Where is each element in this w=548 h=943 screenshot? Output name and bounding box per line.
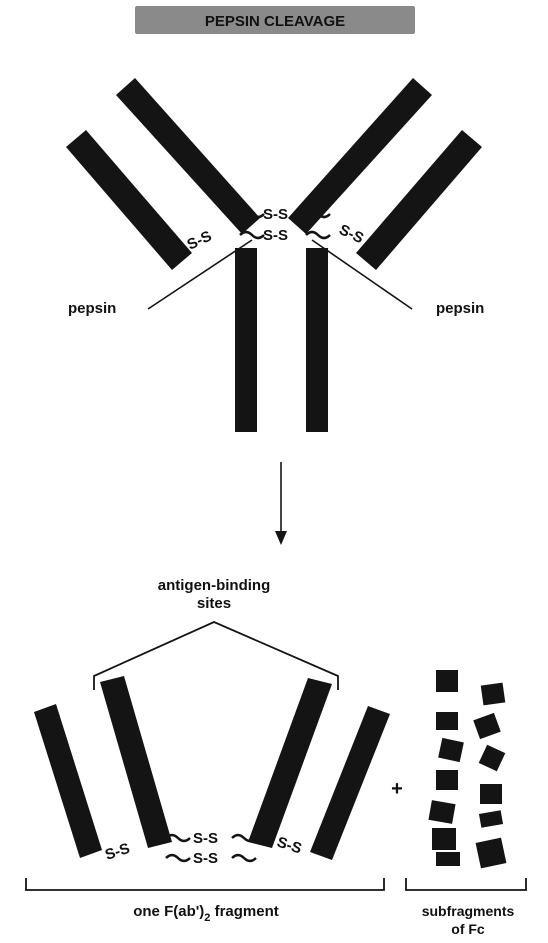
pepsin-label-right: pepsin xyxy=(436,300,484,317)
ss-bond-hinge-upper: S-S xyxy=(263,206,288,223)
fc-subfragment xyxy=(479,810,503,828)
ss-bond-hinge-lower: S-S xyxy=(263,227,288,244)
fc-subfragment xyxy=(438,738,464,762)
pepsin-label-left: pepsin xyxy=(68,300,116,317)
fab2-fragment-label: one F(ab')2 fragment xyxy=(133,903,279,924)
antigen-binding-label-line2: sites xyxy=(197,595,231,612)
subfragments-label-line1: subfragments xyxy=(422,903,515,919)
fab-ss-left: S-S xyxy=(103,840,132,864)
fab2-fragment: S-S S-S S-S S-S xyxy=(34,676,390,867)
fc-subfragment xyxy=(428,800,455,824)
reaction-arrow xyxy=(275,462,287,545)
fc-subfragment xyxy=(432,828,456,850)
fc-subfragment xyxy=(480,784,502,804)
fab2-bracket: one F(ab')2 fragment xyxy=(26,878,384,924)
fc-subfragment xyxy=(436,770,458,790)
ss-bond-left-arm: S-S xyxy=(185,228,215,254)
title-banner: PEPSIN CLEAVAGE xyxy=(135,6,415,34)
fab-left-light-chain xyxy=(34,704,102,858)
fc-subfragment xyxy=(436,852,460,866)
fab-right-light-chain xyxy=(310,706,390,860)
fab-left-heavy-chain xyxy=(100,676,172,848)
antigen-binding-label-line1: antigen-binding xyxy=(158,577,270,594)
plus-sign: + xyxy=(391,778,403,800)
fc-subfragments xyxy=(428,670,506,868)
fc-subfragment xyxy=(436,712,458,730)
fc-subfragment xyxy=(473,713,501,739)
fc-bracket: subfragments of Fc xyxy=(406,878,526,937)
diagram-title: PEPSIN CLEAVAGE xyxy=(205,13,345,30)
fc-subfragment xyxy=(476,838,507,869)
intact-antibody: S-S S-S S-S S-S pepsin pepsin xyxy=(66,78,484,432)
heavy-chain-left-stem xyxy=(235,248,257,432)
fc-subfragment xyxy=(481,683,506,706)
heavy-chain-right-stem xyxy=(306,248,328,432)
fab-ss-hinge-upper: S-S xyxy=(193,830,218,847)
fc-subfragment xyxy=(436,670,458,692)
fab-right-heavy-chain xyxy=(248,678,332,848)
ss-bond-right-arm: S-S xyxy=(336,221,366,247)
fc-subfragment xyxy=(479,745,506,772)
fab-ss-right: S-S xyxy=(275,834,304,858)
subfragments-label-line2: of Fc xyxy=(451,921,485,937)
antigen-binding-bracket: antigen-binding sites xyxy=(94,577,338,690)
fab-ss-hinge-lower: S-S xyxy=(193,850,218,867)
